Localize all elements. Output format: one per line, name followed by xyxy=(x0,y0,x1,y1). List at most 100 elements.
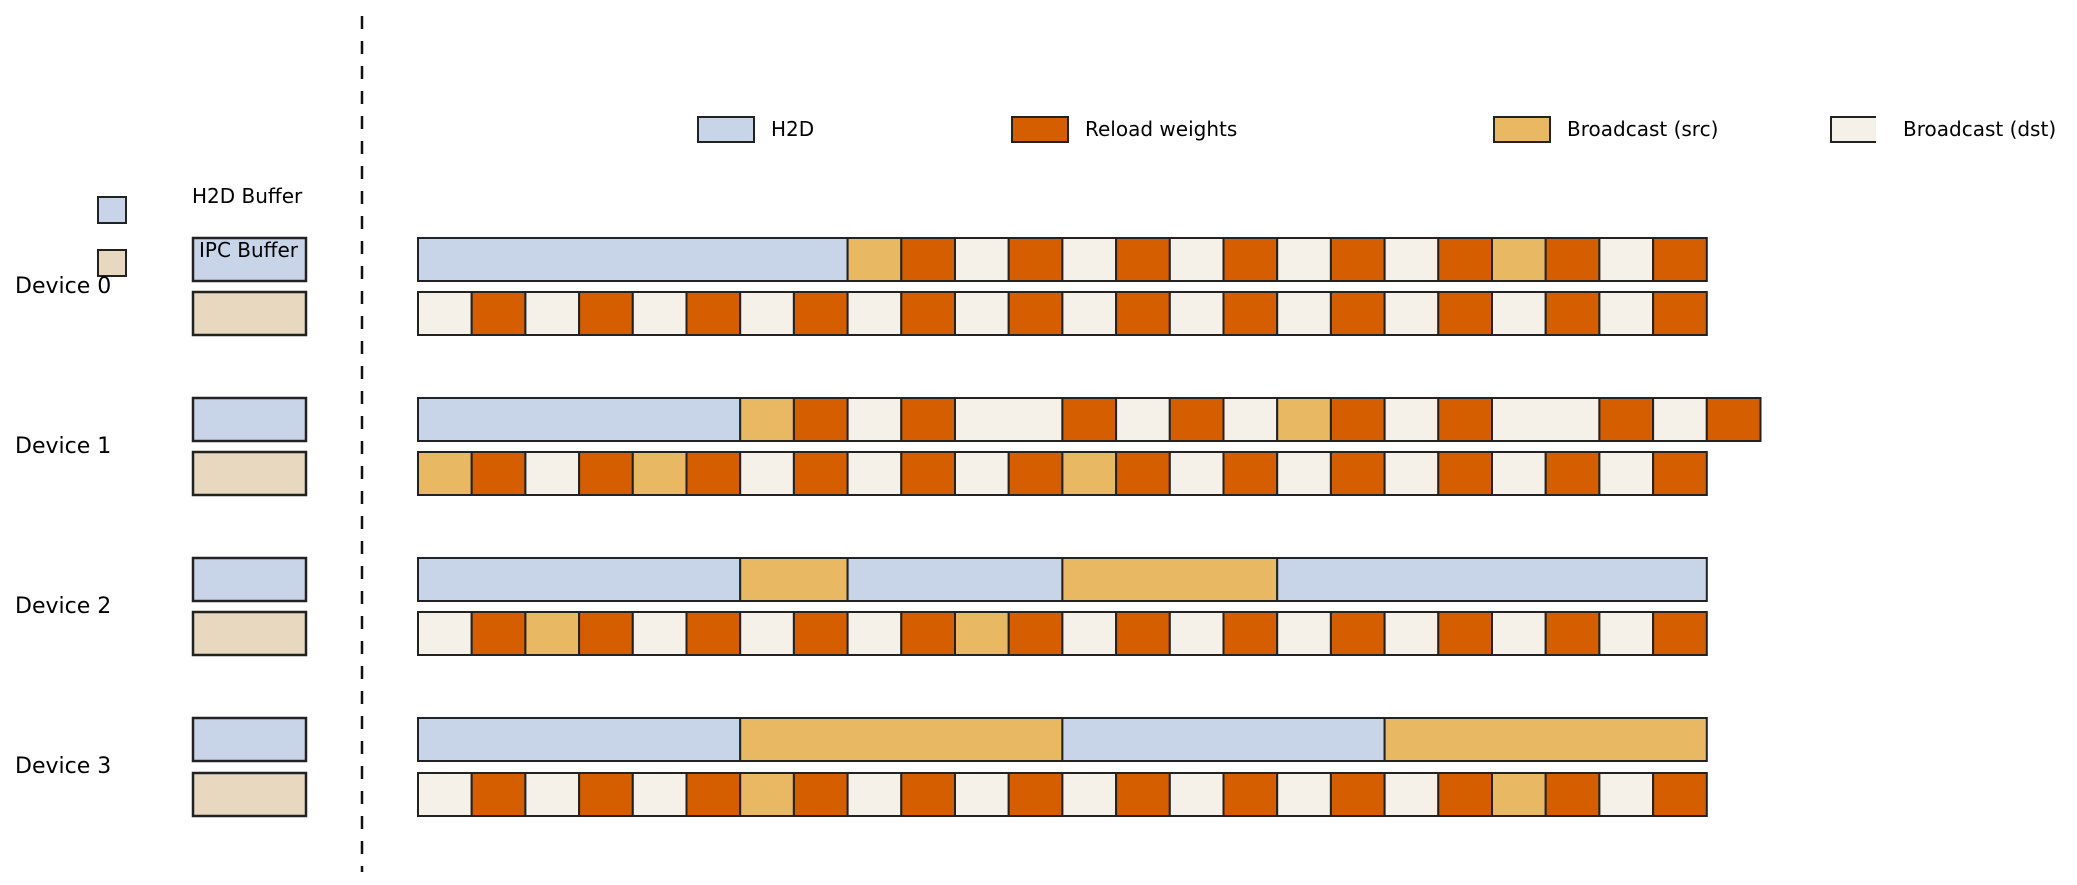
segment-dst xyxy=(1061,611,1118,656)
h2d-buffer-box xyxy=(191,236,308,283)
legend-label-dst: Broadcast (dst) xyxy=(1903,117,2056,141)
segment-reload xyxy=(1705,397,1762,442)
segment-dst xyxy=(846,772,903,817)
segment-dst xyxy=(417,291,473,336)
segment-dst xyxy=(1061,237,1118,282)
segment-dst xyxy=(1383,772,1440,817)
segment-reload xyxy=(1544,772,1601,817)
segment-reload xyxy=(1007,611,1064,656)
segment-src xyxy=(1491,237,1547,282)
segment-dst xyxy=(954,397,1064,442)
segment-src xyxy=(1061,451,1118,496)
device-label: Device 2 xyxy=(15,594,111,619)
segment-reload xyxy=(1115,611,1171,656)
segment-h2d xyxy=(417,717,742,762)
segment-dst xyxy=(954,237,1010,282)
segment-reload xyxy=(792,451,849,496)
h2d-row xyxy=(417,557,1708,602)
segment-reload xyxy=(578,611,634,656)
segment-reload xyxy=(1652,291,1708,336)
segment-reload xyxy=(1329,451,1386,496)
segment-dst xyxy=(954,291,1010,336)
segment-reload xyxy=(900,291,956,336)
ipc-row xyxy=(417,451,1708,496)
segment-dst xyxy=(1276,291,1332,336)
segment-dst xyxy=(1491,451,1547,496)
segment-dst xyxy=(631,291,688,336)
segment-dst xyxy=(1276,237,1332,282)
device-3: Device 3 xyxy=(15,716,1708,818)
segment-h2d xyxy=(846,557,1064,602)
segment-dst xyxy=(846,611,903,656)
segment-dst xyxy=(954,772,1010,817)
segment-reload xyxy=(1437,397,1494,442)
legend-label-reload: Reload weights xyxy=(1085,117,1237,141)
segment-src xyxy=(1491,772,1547,817)
segment-dst xyxy=(1383,237,1440,282)
segment-dst xyxy=(1598,772,1655,817)
h2d-row xyxy=(417,237,1708,282)
segment-dst xyxy=(524,291,581,336)
segment-reload xyxy=(1329,611,1386,656)
legend-swatch-h2d xyxy=(697,116,755,143)
segment-reload xyxy=(792,397,849,442)
segment-dst xyxy=(846,291,903,336)
segment-src xyxy=(846,237,903,282)
segment-reload xyxy=(900,772,956,817)
device-2: Device 2 xyxy=(15,556,1708,657)
segment-dst xyxy=(1168,291,1225,336)
segment-reload xyxy=(685,291,742,336)
segment-reload xyxy=(1007,451,1064,496)
segment-dst xyxy=(1168,772,1225,817)
legend: H2D Reload weights Broadcast (src) Broad… xyxy=(697,116,2056,143)
segment-reload xyxy=(1115,451,1171,496)
device-0: Device 0 xyxy=(15,236,1708,337)
h2d-buffer-box xyxy=(191,396,308,443)
segment-reload xyxy=(1652,611,1708,656)
segment-dst xyxy=(524,451,581,496)
segment-dst xyxy=(1491,291,1547,336)
segment-reload xyxy=(1544,611,1601,656)
segment-reload xyxy=(1007,237,1064,282)
segment-src xyxy=(631,451,688,496)
legend-swatch-reload xyxy=(1011,116,1069,143)
ipc-buffer-box xyxy=(191,610,308,657)
segment-reload xyxy=(1007,772,1064,817)
segment-dst xyxy=(1383,451,1440,496)
segment-src xyxy=(1383,717,1708,762)
segment-h2d xyxy=(1276,557,1708,602)
segment-dst xyxy=(739,291,795,336)
segment-reload xyxy=(1437,772,1494,817)
segment-reload xyxy=(1168,397,1225,442)
segment-dst xyxy=(631,772,688,817)
segment-dst xyxy=(417,772,473,817)
buffer-swatch-h2d xyxy=(97,196,127,224)
segment-reload xyxy=(1652,237,1708,282)
segment-src xyxy=(739,557,849,602)
segment-dst xyxy=(417,611,473,656)
segment-reload xyxy=(1437,611,1494,656)
segment-h2d xyxy=(417,237,849,282)
segment-dst xyxy=(1598,237,1655,282)
segment-reload xyxy=(1652,451,1708,496)
segment-reload xyxy=(1222,291,1279,336)
segment-reload xyxy=(1222,611,1279,656)
device-label: Device 3 xyxy=(15,754,111,779)
segment-reload xyxy=(1115,237,1171,282)
segment-reload xyxy=(792,611,849,656)
segment-reload xyxy=(792,291,849,336)
segment-reload xyxy=(1329,397,1386,442)
segment-dst xyxy=(1491,611,1547,656)
segment-dst xyxy=(524,772,581,817)
legend-swatch-dst-border xyxy=(1830,116,1876,143)
segment-reload xyxy=(1222,237,1279,282)
segment-src xyxy=(739,717,1064,762)
buffer-legend xyxy=(97,196,127,277)
segment-reload xyxy=(470,611,527,656)
segment-dst xyxy=(631,611,688,656)
ipc-buffer-box xyxy=(191,771,308,818)
segment-dst xyxy=(1383,397,1440,442)
segment-dst xyxy=(1383,611,1440,656)
